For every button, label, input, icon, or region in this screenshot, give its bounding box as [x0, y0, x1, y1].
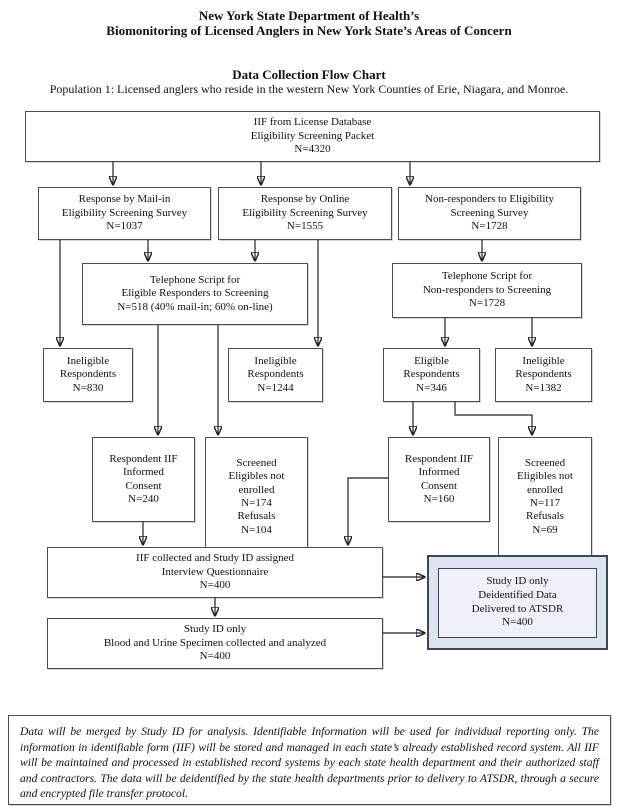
node-text-line: N=518 (40% mail-in; 60% on-line) [117, 300, 273, 313]
node-text-line: Delivered to ATSDR [471, 602, 564, 615]
node-text-line: Ineligible [522, 354, 565, 367]
node-text-line: Non-responders to Screening [422, 283, 552, 296]
node-text-line: Refusals [526, 510, 564, 523]
population-description: Population 1: Licensed anglers who resid… [49, 82, 569, 96]
node-text-line: Screening Survey [450, 206, 529, 219]
node-text-line: Consent [420, 479, 458, 492]
node-text-line: Non-responders to Eligibility [425, 193, 554, 206]
connector-consent160-to-iifcollected [348, 477, 388, 545]
node-text-line: Eligible Responders to Screening [121, 287, 269, 300]
node-text-line: N=69 [532, 523, 558, 536]
node-text-line: Blood and Urine Specimen collected and a… [103, 636, 327, 649]
node-telephone-eligible: Telephone Script for Eligible Responders… [82, 263, 308, 325]
node-text-line: Respondents [59, 368, 117, 381]
node-text-line: Consent [125, 479, 162, 492]
node-non-responders: Non-responders to Eligibility Screening … [398, 187, 581, 240]
node-iif-collected: IIF collected and Study ID assigned Inte… [47, 547, 383, 598]
node-text-line: Eligibles not [517, 470, 573, 483]
node-screened-117: Screened Eligibles not enrolled N=117 Re… [498, 437, 592, 557]
node-text-line: Screened [236, 456, 277, 469]
node-text-line: Telephone Script for [149, 273, 241, 286]
node-text-line: Ineligible [66, 354, 110, 367]
footer-note-text: Data will be merged by Study ID for anal… [20, 725, 599, 801]
node-text-line: Refusals [237, 510, 276, 523]
node-text-line: N=1728 [468, 297, 506, 310]
title-line-2: Biomonitoring of Licensed Anglers in New… [106, 23, 512, 38]
node-text-line: enrolled [238, 483, 275, 496]
node-text-line: N=240 [128, 492, 159, 505]
node-text-line: N=400 [199, 650, 231, 663]
node-text-line: N=174 [241, 497, 272, 509]
node-consent-160: Respondent IIF Informed Consent N=160 [388, 437, 490, 522]
node-text-line: Eligibility Screening Survey [61, 206, 188, 219]
node-text-line: enrolled [526, 483, 564, 496]
node-text-line: Deidentified Data [478, 588, 557, 601]
node-text-line: N=1037 [106, 220, 143, 233]
node-text-line: N=160 [423, 492, 455, 505]
node-text-line: Study ID only [183, 623, 247, 636]
node-ineligible-1244: Ineligible Respondents N=1244 [228, 348, 323, 402]
node-screened-174: Screened Eligibles not enrolled N=174 Re… [205, 437, 308, 557]
node-text-line: Eligibility Screening Packet [250, 129, 375, 142]
node-text-line: N=1382 [525, 381, 562, 394]
node-blood-urine: Study ID only Blood and Urine Specimen c… [47, 618, 383, 669]
node-response-mail: Response by Mail-in Eligibility Screenin… [38, 187, 211, 240]
node-text-line: N=830 [72, 381, 104, 394]
node-text-line: N=1555 [286, 220, 324, 233]
node-text-line: Informed [123, 466, 164, 479]
node-text-line: Response by Online [260, 193, 350, 206]
node-consent-240: Respondent IIF Informed Consent N=240 [92, 437, 195, 522]
node-text-line: Interview Questionnaire [161, 565, 269, 578]
node-text-line: Response by Mail-in [78, 193, 171, 206]
node-text-line: Respondents [403, 368, 460, 381]
node-text-line: Telephone Script for [441, 270, 533, 283]
node-text-line: Informed [418, 466, 460, 479]
footer-note-box: Data will be merged by Study ID for anal… [8, 715, 611, 805]
node-text-line: Eligibility Screening Survey [242, 206, 368, 219]
node-text-line: N=117 [529, 497, 561, 509]
node-text-line: Respondent IIF [109, 452, 178, 465]
document-header: New York State Department of Health’s Bi… [0, 8, 618, 97]
node-text-line: Respondents [515, 368, 572, 381]
node-text-line: N=104 [241, 523, 272, 536]
node-text-line: Respondent IIF [404, 452, 474, 465]
node-text-line: Study ID only [486, 574, 549, 587]
node-ineligible-830: Ineligible Respondents N=830 [43, 348, 133, 402]
node-atsdr-delivery: Study ID only Deidentified Data Delivere… [427, 555, 608, 650]
node-text-line: IIF collected and Study ID assigned [136, 552, 294, 565]
node-text-line: Ineligible [254, 354, 297, 367]
node-response-online: Response by Online Eligibility Screening… [218, 187, 392, 240]
node-ineligible-1382: Ineligible Respondents N=1382 [495, 348, 592, 402]
node-text-line: N=346 [416, 381, 447, 394]
node-text-line: Screened [524, 456, 566, 469]
node-text-line: N=400 [199, 579, 231, 592]
node-text-line: N=400 [502, 616, 533, 629]
atsdr-inner-box: Study ID only Deidentified Data Delivere… [438, 567, 597, 638]
node-telephone-nonresponders: Telephone Script for Non-responders to S… [392, 263, 582, 318]
node-text-line: Eligible [414, 354, 449, 367]
node-text-line: Respondents [247, 368, 304, 381]
title-line-1: New York State Department of Health’s [198, 8, 420, 23]
node-text-line: IIF from License Database [253, 116, 372, 129]
node-text-line: N=4320 [294, 143, 331, 156]
node-text-line: N=1728 [471, 220, 508, 233]
chart-title: Data Collection Flow Chart [232, 67, 386, 82]
node-eligible-346: Eligible Respondents N=346 [383, 348, 480, 402]
node-text-line: Eligibles not [228, 470, 285, 483]
connector-eligible346-to-screened117 [454, 402, 532, 435]
node-iif-database: IIF from License Database Eligibility Sc… [25, 111, 600, 162]
node-text-line: N=1244 [257, 381, 294, 394]
